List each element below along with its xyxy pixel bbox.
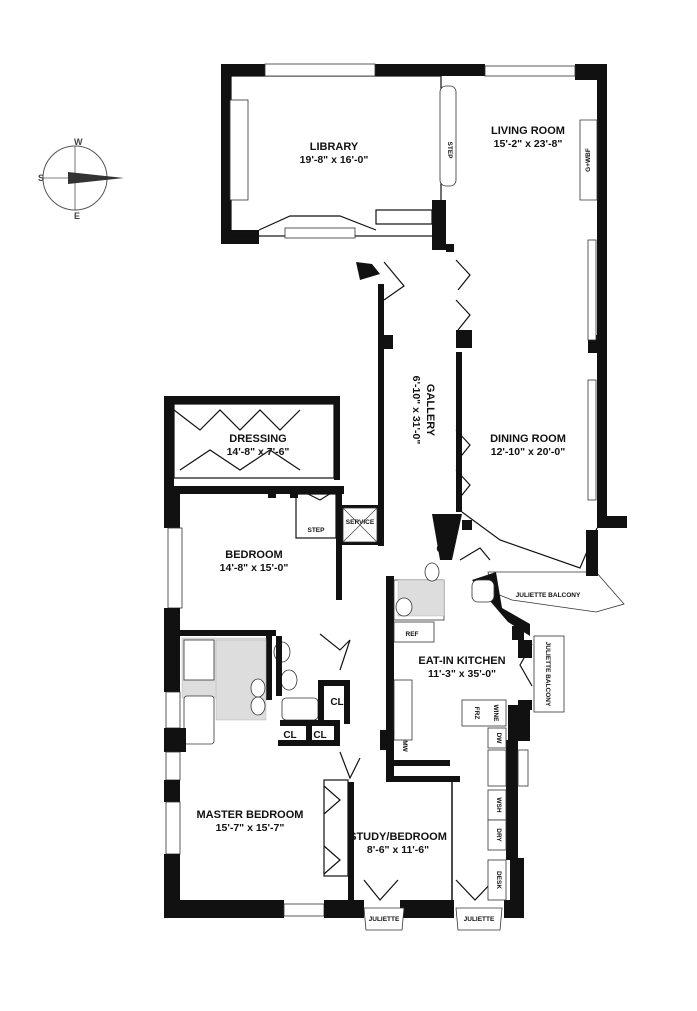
master-bedroom-dims: 15'-7" x 15'-7"	[216, 822, 285, 834]
kitchen-dims: 11'-3" x 35'-0"	[428, 668, 496, 680]
dining-room-dims: 12'-10" x 20'-0"	[491, 446, 566, 458]
fireplace-label: G+WBF	[585, 148, 592, 172]
compass-south-label: S	[38, 173, 44, 183]
dressing-name: DRESSING	[229, 433, 286, 445]
dw-label: DW	[495, 733, 502, 745]
juliette-label-2: JULIETTE	[464, 916, 495, 923]
service-label: SERVICE	[346, 519, 375, 526]
frz-label: FRZ	[473, 707, 480, 720]
bedroom-walls	[164, 486, 380, 638]
gallery-walls	[356, 238, 446, 546]
wsh-label: WSH	[495, 797, 502, 812]
mw-label: MW	[401, 740, 408, 752]
closet-label-hall-1: CL	[283, 730, 296, 741]
juliette-balcony-label-1: JULIETTE BALCONY	[516, 592, 581, 599]
bedroom-step-label: STEP	[308, 527, 326, 534]
juliette-balcony-label-2: JULIETTE BALCONY	[544, 642, 551, 707]
closet-label-hall-2: CL	[313, 730, 326, 741]
compass-east-label: E	[74, 211, 80, 221]
compass: W S E	[38, 137, 124, 221]
living-room-dims: 15'-2" x 23'-8"	[494, 138, 563, 150]
library-walls	[221, 63, 457, 244]
bath-area	[180, 630, 351, 746]
living-room-name: LIVING ROOM	[491, 125, 565, 137]
kitchen-walls	[380, 514, 565, 906]
gallery-name: GALLERY	[424, 384, 436, 437]
gallery-dims: 6'-10" x 31'-0"	[410, 376, 422, 445]
bedroom-dims: 14'-8" x 15'-0"	[220, 562, 289, 574]
ref-label: REF	[406, 631, 419, 638]
closet-label-bath: CL	[330, 697, 343, 708]
library-dims: 19'-8" x 16'-0"	[300, 154, 369, 166]
study-name: STUDY/BEDROOM	[349, 831, 447, 843]
kitchen-name: EAT-IN KITCHEN	[418, 655, 505, 667]
juliette-label-1: JULIETTE	[369, 916, 400, 923]
dining-room-name: DINING ROOM	[490, 433, 566, 445]
wine-label: WINE	[492, 705, 499, 723]
study-dims: 8'-6" x 11'-6"	[367, 844, 429, 856]
bedroom-name: BEDROOM	[225, 549, 282, 561]
library-name: LIBRARY	[310, 141, 359, 153]
study-walls	[363, 776, 524, 931]
library-step-label: STEP	[446, 142, 453, 160]
master-bedroom-walls	[164, 638, 364, 918]
dry-label: DRY	[495, 828, 502, 842]
closet-label-kitchen: CL	[436, 544, 449, 555]
master-bedroom-name: MASTER BEDROOM	[197, 809, 304, 821]
dressing-dims: 14'-8" x 7'-6"	[227, 446, 290, 458]
desk-label: DESK	[495, 871, 502, 889]
compass-west-label: W	[74, 137, 83, 147]
living-dining-walls	[432, 64, 627, 613]
north-arrow-icon	[68, 172, 124, 184]
